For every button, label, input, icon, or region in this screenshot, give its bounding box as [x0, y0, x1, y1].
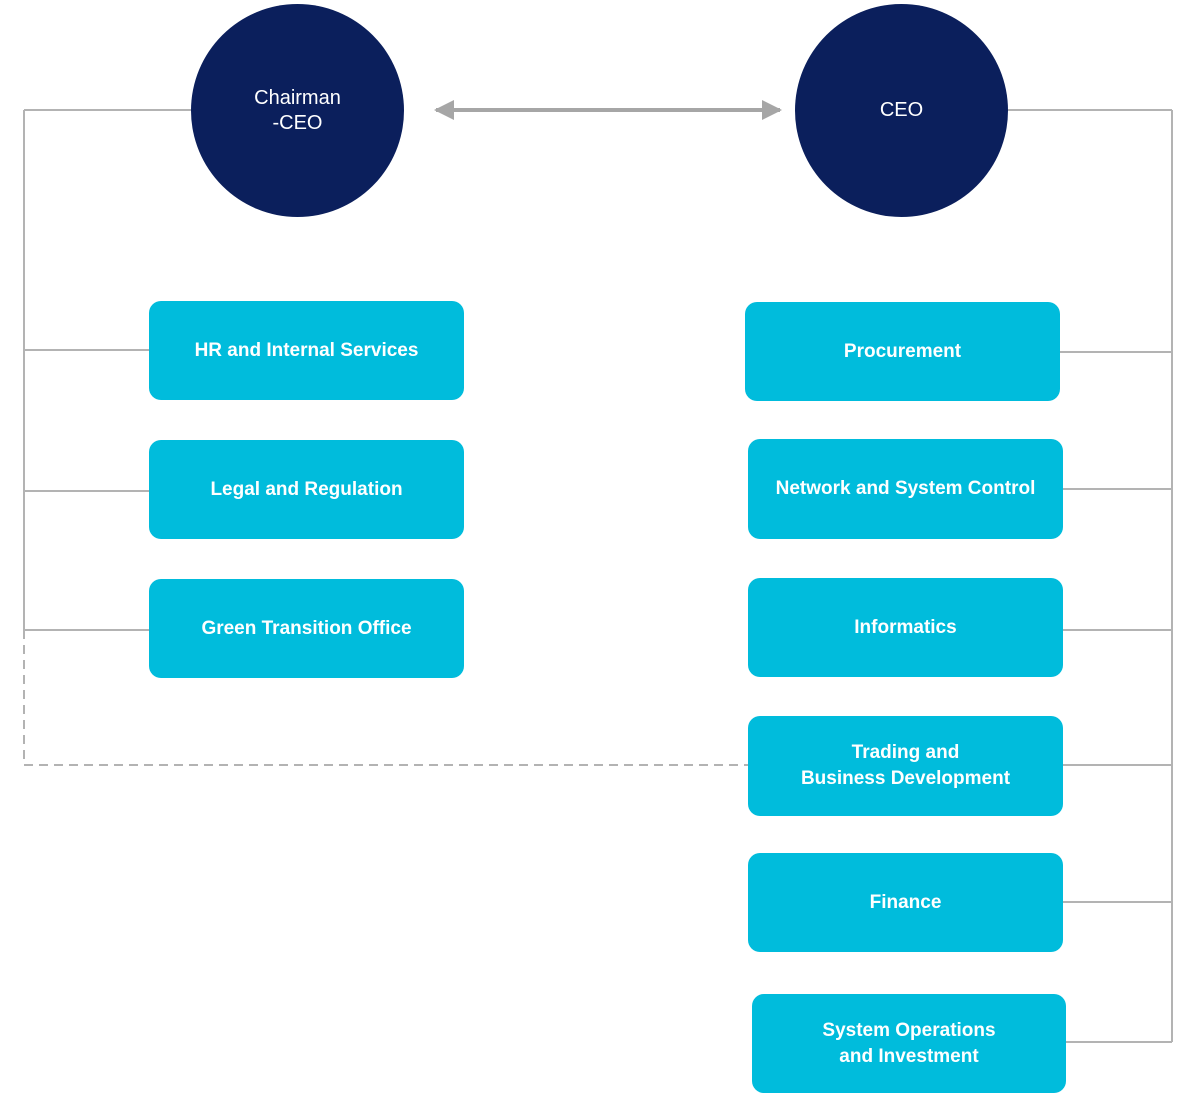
- ceo-label: CEO: [879, 99, 924, 121]
- unit-hr-internal-services: HR and Internal Services: [149, 301, 464, 400]
- unit-label: Procurement: [843, 340, 962, 362]
- unit-label: System Operations and Investment: [822, 1019, 996, 1067]
- unit-finance: Finance: [748, 853, 1063, 952]
- unit-label: Legal and Regulation: [210, 478, 403, 500]
- unit-label: Network and System Control: [775, 478, 1036, 499]
- unit-legal-regulation: Legal and Regulation: [149, 440, 464, 539]
- unit-system-operations-investment: System Operations and Investment: [752, 994, 1066, 1093]
- chairman-ceo-label: Chairman -CEO: [254, 86, 341, 134]
- unit-trading-business-development: Trading and Business Development: [748, 716, 1063, 816]
- unit-label: Informatics: [854, 616, 957, 638]
- unit-network-system-control: Network and System Control: [748, 439, 1063, 539]
- unit-informatics: Informatics: [748, 578, 1063, 677]
- unit-green-transition-office: Green Transition Office: [149, 579, 464, 678]
- unit-label: Trading and Business Development: [800, 742, 1011, 789]
- unit-label: HR and Internal Services: [194, 339, 419, 361]
- unit-procurement: Procurement: [745, 302, 1060, 401]
- ceo-node: CEO: [795, 4, 1008, 217]
- unit-label: Finance: [869, 891, 942, 913]
- unit-label: Green Transition Office: [201, 617, 412, 639]
- chairman-connector: [23, 109, 191, 631]
- chairman-ceo-node: Chairman -CEO: [191, 4, 404, 217]
- dashed-connector: [23, 630, 748, 766]
- ceo-connector: [1008, 109, 1173, 1043]
